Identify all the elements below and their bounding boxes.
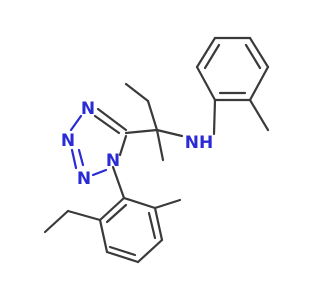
tolyl-bond-2-inner bbox=[203, 43, 221, 70]
bond-c5-n4 bbox=[96, 107, 128, 132]
aryl-bond-6 bbox=[98, 196, 126, 222]
atom-n-ring-3: N bbox=[61, 131, 75, 151]
bond-ch2-ch3 bbox=[124, 82, 150, 103]
aryl-ethyl-ch2 bbox=[66, 209, 102, 222]
bond-n4-n3 bbox=[69, 114, 83, 132]
atom-labels: N N N N NH bbox=[61, 99, 213, 189]
quaternary-carbon-bonds bbox=[124, 82, 217, 162]
tolyl-bond-4 bbox=[248, 36, 270, 69]
bond-cquat-methyl bbox=[155, 128, 165, 162]
tolyl-methyl bbox=[248, 98, 270, 132]
bond-nh-aryl bbox=[212, 98, 217, 136]
aryl-methyl bbox=[153, 198, 182, 210]
bond-c5-n4-double bbox=[93, 114, 121, 135]
aryl-bond-1 bbox=[122, 196, 157, 210]
atom-n-ring-1: N bbox=[106, 151, 120, 171]
aryl-bond-6-inner bbox=[105, 203, 128, 224]
tolyl-ring bbox=[195, 36, 270, 132]
aryl-ethyl-ch3 bbox=[43, 209, 70, 234]
atom-n-ring-4: N bbox=[81, 99, 95, 119]
aryl-bond-4-inner bbox=[108, 245, 137, 257]
bond-n1-aryl bbox=[111, 165, 126, 200]
bond-n2-n1 bbox=[91, 168, 108, 177]
atom-n-ring-2: N bbox=[77, 169, 91, 189]
aryl-bond-2 bbox=[153, 206, 164, 242]
aryl-bond-4 bbox=[105, 250, 140, 264]
aryl-bond-5 bbox=[98, 218, 109, 254]
tolyl-bond-4-inner bbox=[244, 43, 262, 70]
chemical-structure: N N N N NH bbox=[43, 36, 270, 264]
bond-cquat-nh bbox=[155, 128, 184, 138]
tolyl-bond-1 bbox=[195, 65, 217, 102]
bond-n1-c5 bbox=[118, 134, 128, 157]
aryl-bond-2-inner bbox=[147, 211, 157, 240]
tolyl-bond-5 bbox=[248, 65, 270, 102]
aryl-ring bbox=[43, 165, 182, 264]
bond-cquat-ch2 bbox=[146, 99, 159, 132]
bond-n3-n2-double bbox=[77, 148, 85, 167]
bond-c5-cquat bbox=[124, 128, 159, 135]
bond-n3-n2 bbox=[70, 148, 78, 170]
aryl-bond-3 bbox=[136, 238, 164, 264]
atom-amine-nh: NH bbox=[185, 133, 213, 153]
tolyl-bond-2 bbox=[195, 36, 217, 69]
tetrazole-ring-bonds bbox=[69, 107, 128, 177]
